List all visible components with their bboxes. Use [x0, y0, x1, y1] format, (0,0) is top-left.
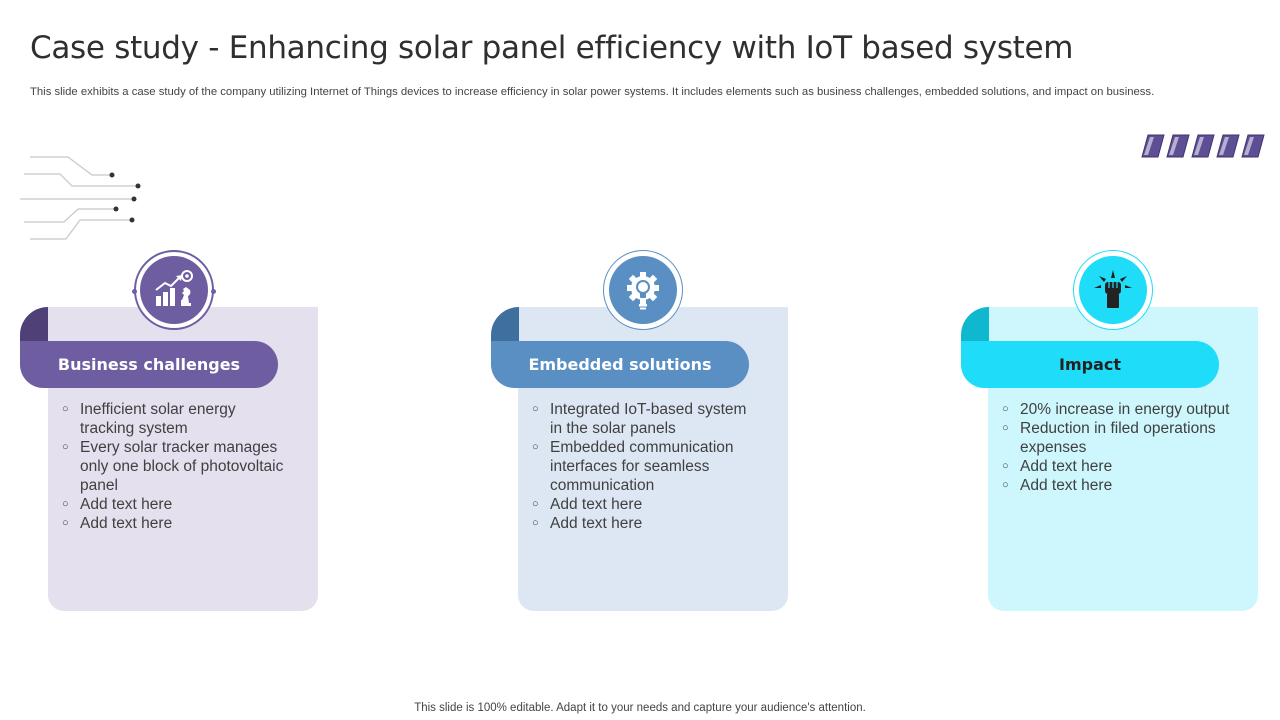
slide-subtitle: This slide exhibits a case study of the … [30, 86, 1155, 98]
stripes-decoration [1141, 134, 1265, 158]
business-challenges-medal [132, 250, 216, 330]
embedded-solutions-medal [603, 250, 683, 330]
list-item: Add text here [1002, 476, 1232, 495]
list-item: Integrated IoT-based system in the solar… [532, 400, 762, 438]
impact-heading: Impact [961, 341, 1219, 388]
slide-footer: This slide is 100% editable. Adapt it to… [414, 702, 866, 714]
list-item: Reduction in filed operations expenses [1002, 419, 1232, 457]
impact-medal [1073, 250, 1153, 330]
list-item: Add text here [62, 495, 292, 514]
embedded-solutions-heading: Embedded solutions [491, 341, 749, 388]
list-item: Embedded communication interfaces for se… [532, 438, 762, 495]
gear-lightbulb-icon [627, 272, 659, 310]
embedded-solutions-ribbon-fold [491, 307, 519, 341]
business-challenges-heading: Business challenges [20, 341, 278, 388]
list-item: Add text here [1002, 457, 1232, 476]
circuit-lines-decoration [20, 156, 141, 240]
list-item: Inefficient solar energy tracking system [62, 400, 292, 438]
list-item: Add text here [62, 514, 292, 533]
growth-chart-chess-icon [155, 270, 193, 306]
list-item: Add text here [532, 495, 762, 514]
slide-title: Case study - Enhancing solar panel effic… [30, 30, 1074, 66]
business-challenges-list: Inefficient solar energy tracking system… [62, 400, 292, 533]
list-item: Add text here [532, 514, 762, 533]
impact-ribbon-fold [961, 307, 989, 341]
list-item: 20% increase in energy output [1002, 400, 1232, 419]
list-item: Every solar tracker manages only one blo… [62, 438, 292, 495]
embedded-solutions-list: Integrated IoT-based system in the solar… [532, 400, 762, 533]
impact-list: 20% increase in energy output Reduction … [1002, 400, 1232, 495]
fist-impact-icon [1094, 270, 1132, 308]
business-challenges-ribbon-fold [20, 307, 48, 341]
